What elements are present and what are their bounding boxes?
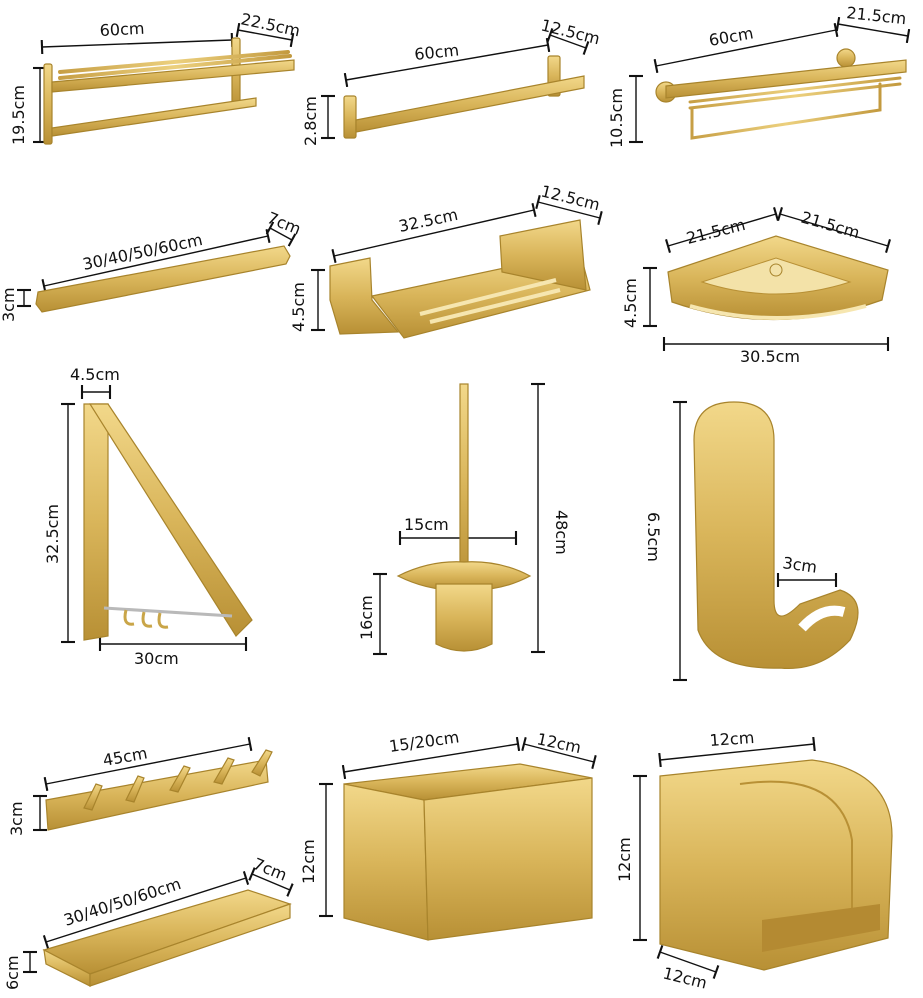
folding-hanger: 4.5cm 32.5cm 30cm (43, 365, 253, 668)
dim-label: 6.5cm (644, 512, 663, 562)
dim-label: 7cm (251, 854, 290, 885)
hook-rail: 45cm 3cm (7, 736, 273, 836)
dim-label: 12.5cm (539, 15, 602, 48)
dim-label: 12cm (615, 837, 634, 882)
dim-label: 12cm (299, 839, 318, 884)
dim-label: 4.5cm (289, 282, 308, 332)
towel-shelf-rack: 60cm 21.5cm 10.5cm (607, 3, 911, 148)
dim-label: 3cm (781, 553, 818, 577)
towel-bar: 60cm 12.5cm 2.8cm (301, 15, 602, 146)
dim-label: 32.5cm (43, 504, 62, 564)
corner-basket: 21.5cm 21.5cm 4.5cm 30.5cm (621, 206, 891, 366)
dim-label: 15cm (404, 515, 449, 534)
dim-label: 21.5cm (799, 208, 862, 243)
dim-label: 4.5cm (621, 278, 640, 328)
dim-label: 15/20cm (388, 727, 460, 756)
dim-label: 4.5cm (70, 365, 120, 384)
dim-label: 10.5cm (607, 88, 626, 148)
paper-holder: 12cm 12cm 12cm (615, 728, 893, 993)
toilet-brush: 15cm 48cm 16cm (357, 382, 571, 656)
dim-label: 32.5cm (397, 205, 460, 236)
dim-label: 3cm (7, 801, 26, 836)
dim-label: 45cm (101, 743, 148, 769)
dim-label: 30cm (134, 649, 179, 668)
robe-hook: 6.5cm 3cm (644, 400, 859, 682)
dim-label: 21.5cm (846, 3, 908, 28)
dim-label: 6cm (3, 955, 22, 990)
double-towel-rack: 60cm 22.5cm 19.5cm (9, 9, 302, 145)
tissue-box: 15/20cm 12cm 12cm (299, 727, 597, 941)
dim-label: 2.8cm (301, 96, 320, 146)
dim-label: 21.5cm (684, 215, 747, 248)
dim-label: 3cm (0, 287, 18, 322)
wall-shelf: 30/40/50/60cm 7cm 6cm (3, 854, 294, 990)
slim-shelf: 30/40/50/60cm 7cm 3cm (0, 208, 304, 322)
dim-label: 12.5cm (539, 181, 602, 214)
dim-label: 30.5cm (740, 347, 800, 366)
dim-label: 7cm (265, 208, 304, 239)
dim-label: 16cm (357, 595, 376, 640)
dim-label: 12cm (661, 963, 709, 992)
dim-label: 60cm (413, 40, 459, 64)
dim-label: 12cm (709, 728, 755, 750)
dim-label: 19.5cm (9, 85, 28, 145)
dim-label: 60cm (707, 23, 754, 49)
dim-label: 48cm (552, 510, 571, 555)
shower-basket: 32.5cm 12.5cm 4.5cm (289, 181, 603, 339)
dim-label: 60cm (99, 19, 145, 40)
